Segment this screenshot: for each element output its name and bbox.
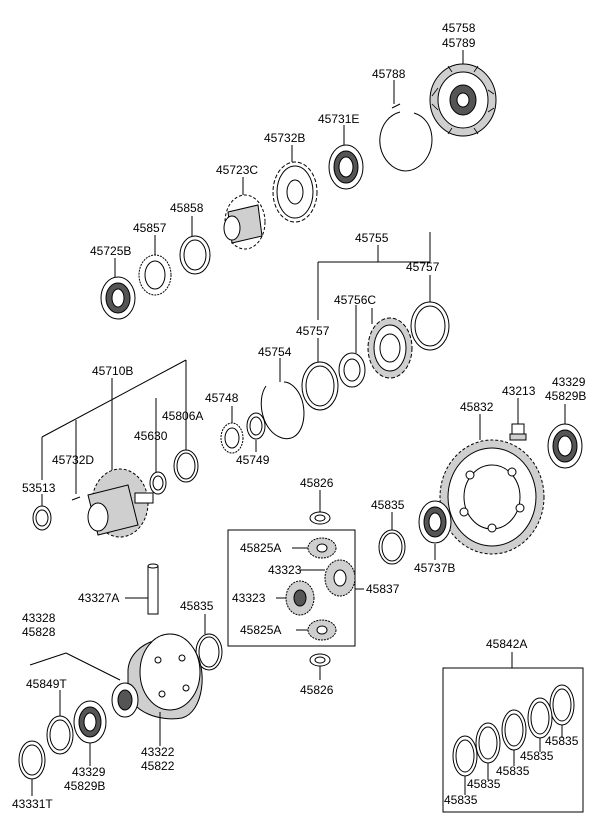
- pin-43328-part: [29, 652, 67, 666]
- label-45842A: 45842A: [486, 637, 527, 651]
- ring-45757-lower-part: [301, 361, 339, 411]
- label-45725B: 45725B: [90, 244, 131, 258]
- bearing-45725B-part: [100, 276, 136, 320]
- label-45748: 45748: [205, 391, 239, 405]
- side-gear-45825A-upper-part: [307, 537, 337, 559]
- label-43329-upper: 43329: [552, 375, 586, 389]
- ring-gear-45832-part: [439, 439, 545, 555]
- label-45829B-lower: 45829B: [64, 779, 105, 793]
- ring-gear-45758-part: [429, 63, 497, 137]
- seal-45849T-part: [46, 715, 74, 755]
- label-45828: 45828: [22, 625, 56, 639]
- label-45757-lower: 45757: [296, 324, 330, 338]
- pinion-gear-43323-lower-part: [285, 580, 315, 616]
- label-45835-middle: 45835: [180, 599, 214, 613]
- label-45822: 45822: [141, 759, 175, 773]
- washer-45756C-part: [338, 352, 366, 388]
- label-45826-lower: 45826: [300, 683, 334, 697]
- shim-45835-upper-part: [378, 529, 406, 565]
- side-gear-45825A-lower-part: [307, 619, 337, 641]
- label-45732B: 45732B: [264, 131, 305, 145]
- leader-lines: [31, 50, 566, 796]
- label-43322: 43322: [141, 745, 175, 759]
- label-45857: 45857: [133, 221, 167, 235]
- snap-ring-45788-part: [379, 103, 433, 172]
- label-45832: 45832: [460, 400, 494, 414]
- clutch-hub-45756C-part: [367, 317, 413, 379]
- label-53513: 53513: [22, 481, 56, 495]
- shim-kit-box: [442, 667, 584, 813]
- bearing-45731E-part: [328, 144, 364, 190]
- label-45835-kit-5: 45835: [444, 793, 478, 807]
- label-43323-upper: 43323: [268, 563, 302, 577]
- label-45789: 45789: [442, 36, 476, 50]
- shim-kit-shims: [452, 684, 575, 777]
- shim-45835-middle-part: [195, 633, 223, 671]
- label-45835-kit-1: 45835: [545, 734, 579, 748]
- label-45829B-upper: 45829B: [545, 389, 586, 403]
- differential-case-43322-part: [111, 633, 203, 720]
- seal-43331T-part: [18, 740, 46, 780]
- label-45630: 45630: [134, 429, 168, 443]
- label-45737B: 45737B: [414, 561, 455, 575]
- label-45826-upper: 45826: [300, 476, 334, 490]
- label-43331T: 43331T: [12, 797, 53, 811]
- label-45756C: 45756C: [334, 293, 376, 307]
- label-45825A-lower: 45825A: [240, 623, 281, 637]
- sprocket-45732B-part: [272, 161, 318, 223]
- label-43328: 43328: [22, 611, 56, 625]
- label-45788: 45788: [372, 67, 406, 81]
- label-45858: 45858: [170, 201, 204, 215]
- label-45835-kit-2: 45835: [520, 749, 554, 763]
- transfer-gear-45710B-part: [87, 468, 154, 538]
- bolt-43213-part: [509, 423, 527, 441]
- label-45710B: 45710B: [92, 364, 133, 378]
- pinion-shaft-43327A-part: [147, 563, 159, 615]
- washer-45826-upper-part: [309, 511, 331, 525]
- label-45806A: 45806A: [162, 409, 203, 423]
- washer-45748-part: [220, 422, 244, 454]
- bearing-43329-lower-part: [73, 700, 107, 744]
- label-45754: 45754: [258, 345, 292, 359]
- label-45835-upper: 45835: [371, 498, 405, 512]
- differential-gear-set-box: [227, 529, 356, 647]
- label-45757-upper: 45757: [406, 260, 440, 274]
- label-43327A: 43327A: [78, 591, 119, 605]
- washer-45630-part: [149, 471, 167, 495]
- needle-bearing-45857-part: [138, 254, 172, 296]
- label-43323-lower: 43323: [232, 591, 266, 605]
- snap-ring-45754-part: [260, 381, 305, 440]
- label-45749: 45749: [236, 453, 270, 467]
- label-45825A-upper: 45825A: [240, 541, 281, 555]
- label-43329-lower: 43329: [72, 765, 106, 779]
- pin-45732D-part: [71, 496, 81, 501]
- label-45837: 45837: [366, 582, 400, 596]
- ring-53513-part: [32, 505, 52, 531]
- washer-45858-part: [179, 235, 211, 275]
- bearing-43329-upper-part: [547, 423, 583, 469]
- label-43213: 43213: [502, 384, 536, 398]
- label-45758: 45758: [442, 21, 476, 35]
- ring-45749-part: [246, 412, 266, 440]
- ring-45806A-part: [173, 449, 199, 483]
- label-45723C: 45723C: [216, 163, 258, 177]
- label-45849T: 45849T: [26, 677, 67, 691]
- label-45755: 45755: [355, 231, 389, 245]
- label-45835-kit-4: 45835: [467, 777, 501, 791]
- ring-45757-upper-part: [410, 301, 450, 351]
- pinion-gear-43323-upper-part: [324, 559, 356, 597]
- label-45835-kit-3: 45835: [496, 764, 530, 778]
- label-45731E: 45731E: [318, 112, 359, 126]
- washer-45826-lower-part: [309, 653, 331, 667]
- bearing-45737B-part: [418, 500, 452, 544]
- label-45732D: 45732D: [52, 453, 94, 467]
- gear-45723C-part: [223, 194, 266, 250]
